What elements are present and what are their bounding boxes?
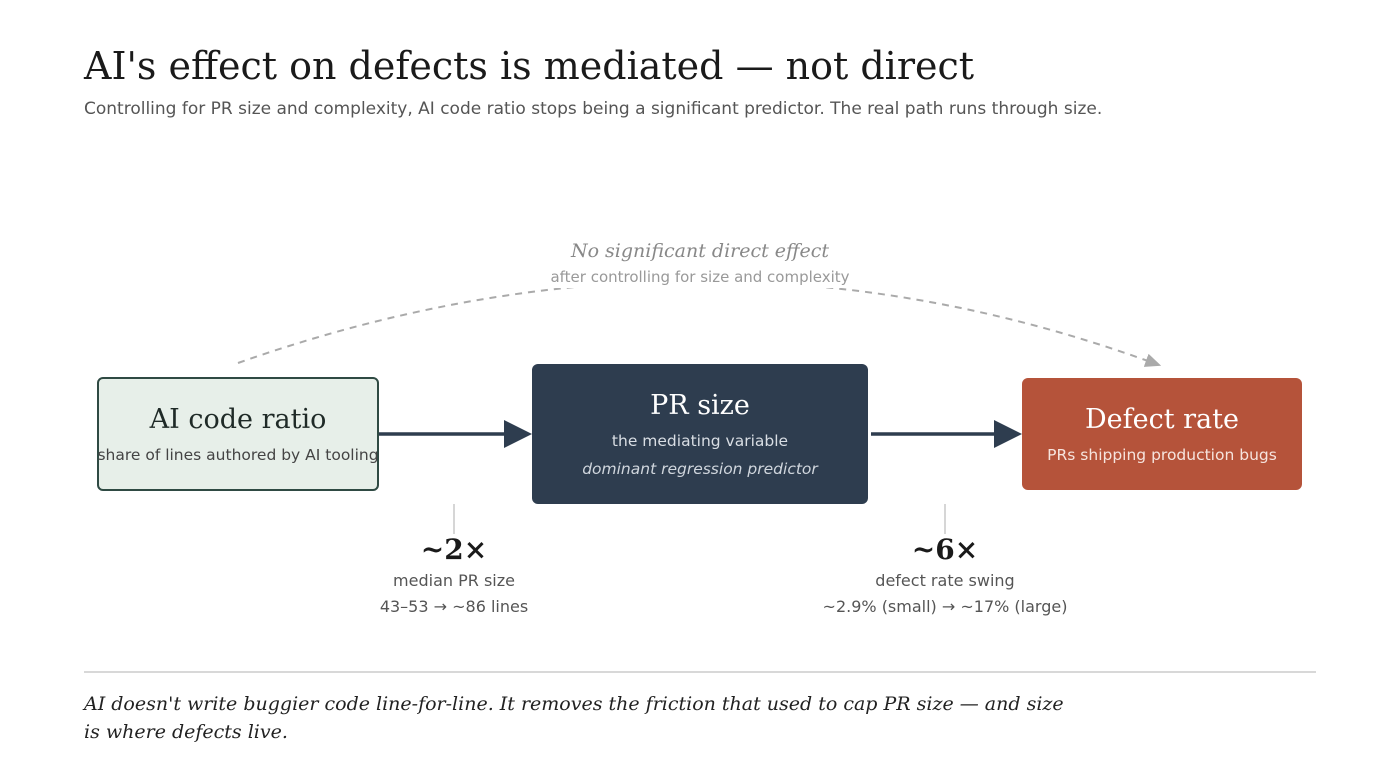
- node-ai-code-ratio: AI code ratio share of lines authored by…: [97, 377, 379, 491]
- node-ai-subtitle: share of lines authored by AI tooling: [97, 445, 379, 464]
- arrowhead-ai-to-pr: [504, 420, 532, 448]
- node-ai-title: AI code ratio: [149, 403, 327, 435]
- arrowhead-pr-to-defect: [994, 420, 1022, 448]
- stat-detail: ~2.9% (small) → ~17% (large): [822, 597, 1068, 616]
- footer-divider: [84, 671, 1316, 673]
- stat-value: ~2×: [420, 533, 488, 566]
- stat-defect-rate: ~6× defect rate swing ~2.9% (small) → ~1…: [785, 532, 1105, 619]
- node-defect-subtitle: PRs shipping production bugs: [1047, 445, 1277, 464]
- node-pr-note: dominant regression predictor: [582, 459, 818, 478]
- direct-effect-subtitle: after controlling for size and complexit…: [460, 266, 940, 288]
- stat-label: defect rate swing: [875, 571, 1015, 590]
- footnote: AI doesn't write buggier code line-for-l…: [84, 693, 1064, 743]
- node-defect-rate: Defect rate PRs shipping production bugs: [1022, 378, 1302, 490]
- node-pr-size: PR size the mediating variable dominant …: [532, 364, 868, 504]
- direct-effect-arc: [237, 280, 1162, 367]
- stat-detail: 43–53 → ~86 lines: [379, 597, 529, 616]
- node-defect-title: Defect rate: [1085, 403, 1239, 435]
- node-pr-subtitle: the mediating variable: [611, 431, 789, 450]
- node-pr-title: PR size: [650, 389, 750, 421]
- direct-effect-title: No significant direct effect: [460, 238, 940, 264]
- stat-label: median PR size: [393, 571, 515, 590]
- page-subtitle: Controlling for PR size and complexity, …: [84, 99, 1103, 119]
- stat-pr-size: ~2× median PR size 43–53 → ~86 lines: [294, 532, 614, 619]
- stat-value: ~6×: [911, 533, 979, 566]
- page-title: AI's effect on defects is mediated — not…: [84, 44, 975, 88]
